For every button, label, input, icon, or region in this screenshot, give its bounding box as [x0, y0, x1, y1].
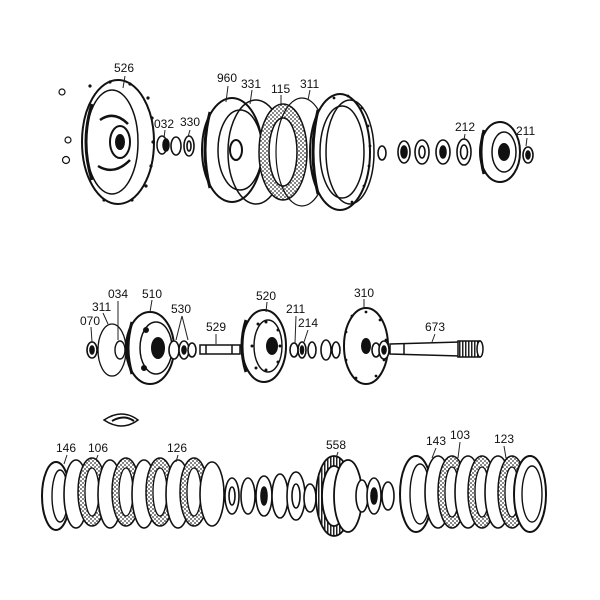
- callout-032: 032: [154, 117, 174, 131]
- callout-146: 146: [56, 441, 76, 455]
- part-070-seal: [86, 341, 98, 359]
- callouts-top: 526 032 330 960 331 115 311 212 211: [114, 61, 535, 138]
- callout-520: 520: [256, 289, 276, 303]
- part-034-ring: [114, 340, 126, 360]
- callout-311: 311: [300, 77, 319, 91]
- callout-331: 331: [241, 77, 261, 91]
- callout-526: 526: [114, 61, 134, 75]
- bottom-washers: [224, 471, 317, 521]
- housing-bolts: [88, 80, 155, 202]
- leader-lines: [63, 75, 528, 465]
- part-212-ring: [456, 138, 472, 166]
- part-529-shaft: [199, 344, 241, 355]
- shell-holes: [250, 320, 282, 372]
- part-520-shell: [240, 309, 287, 383]
- part-526-housing: [81, 79, 155, 205]
- part-673-output-shaft: [389, 340, 484, 358]
- callout-330: 330: [180, 115, 200, 129]
- callouts-middle: 034 311 070 510 530 529 520 211 214 310 …: [80, 286, 445, 334]
- callout-126: 126: [167, 441, 187, 455]
- callout-212: 212: [455, 120, 475, 134]
- callout-214: 214: [298, 316, 318, 330]
- callout-106: 106: [88, 441, 108, 455]
- drum-rim-dots: [332, 94, 372, 204]
- part-510-pump-cover: [125, 311, 175, 385]
- part-960-drum: [201, 97, 263, 203]
- part-211-214-rings: [289, 339, 341, 361]
- part-211-carrier: [479, 121, 521, 183]
- bottom-rings-right: [355, 477, 395, 515]
- part-106-126-clutch-pack: [63, 457, 225, 529]
- callout-529: 529: [206, 320, 226, 334]
- callout-510: 510: [142, 287, 162, 301]
- bearings-top: [377, 139, 451, 165]
- callout-115: 115: [271, 82, 290, 96]
- part-032-seal: [156, 135, 170, 155]
- part-103-123-clutch-pack: [424, 455, 547, 533]
- callout-558: 558: [326, 438, 346, 452]
- part-530-rings: [168, 340, 197, 360]
- callout-123: 123: [494, 432, 514, 446]
- callout-530: 530: [171, 302, 191, 316]
- callout-960: 960: [217, 71, 237, 85]
- bottom-row-parts: [41, 455, 547, 537]
- top-row-parts: [58, 79, 534, 211]
- clutch-drum-top: [309, 93, 375, 211]
- small-nut-top: [522, 146, 534, 164]
- callout-070: 070: [80, 314, 100, 328]
- callout-211: 211: [516, 124, 535, 138]
- bolt-small: [58, 88, 72, 165]
- callout-673: 673: [425, 320, 445, 334]
- crescent-piece: [102, 413, 140, 427]
- callout-143: 143: [426, 434, 446, 448]
- part-558-ring-gear: [315, 455, 363, 537]
- callout-211: 211: [286, 302, 305, 316]
- callout-103: 103: [450, 428, 470, 442]
- callout-311: 311: [92, 300, 111, 314]
- callouts-bottom: 146 106 126 558 143 103 123: [56, 428, 514, 455]
- part-115-friction-disc: [258, 103, 308, 201]
- part-330-washers: [170, 135, 195, 157]
- callout-034: 034: [108, 287, 128, 301]
- middle-row-parts: [86, 307, 484, 385]
- part-310-plate: [343, 307, 389, 385]
- callout-310: 310: [354, 286, 374, 300]
- shaft-rings: [371, 340, 390, 360]
